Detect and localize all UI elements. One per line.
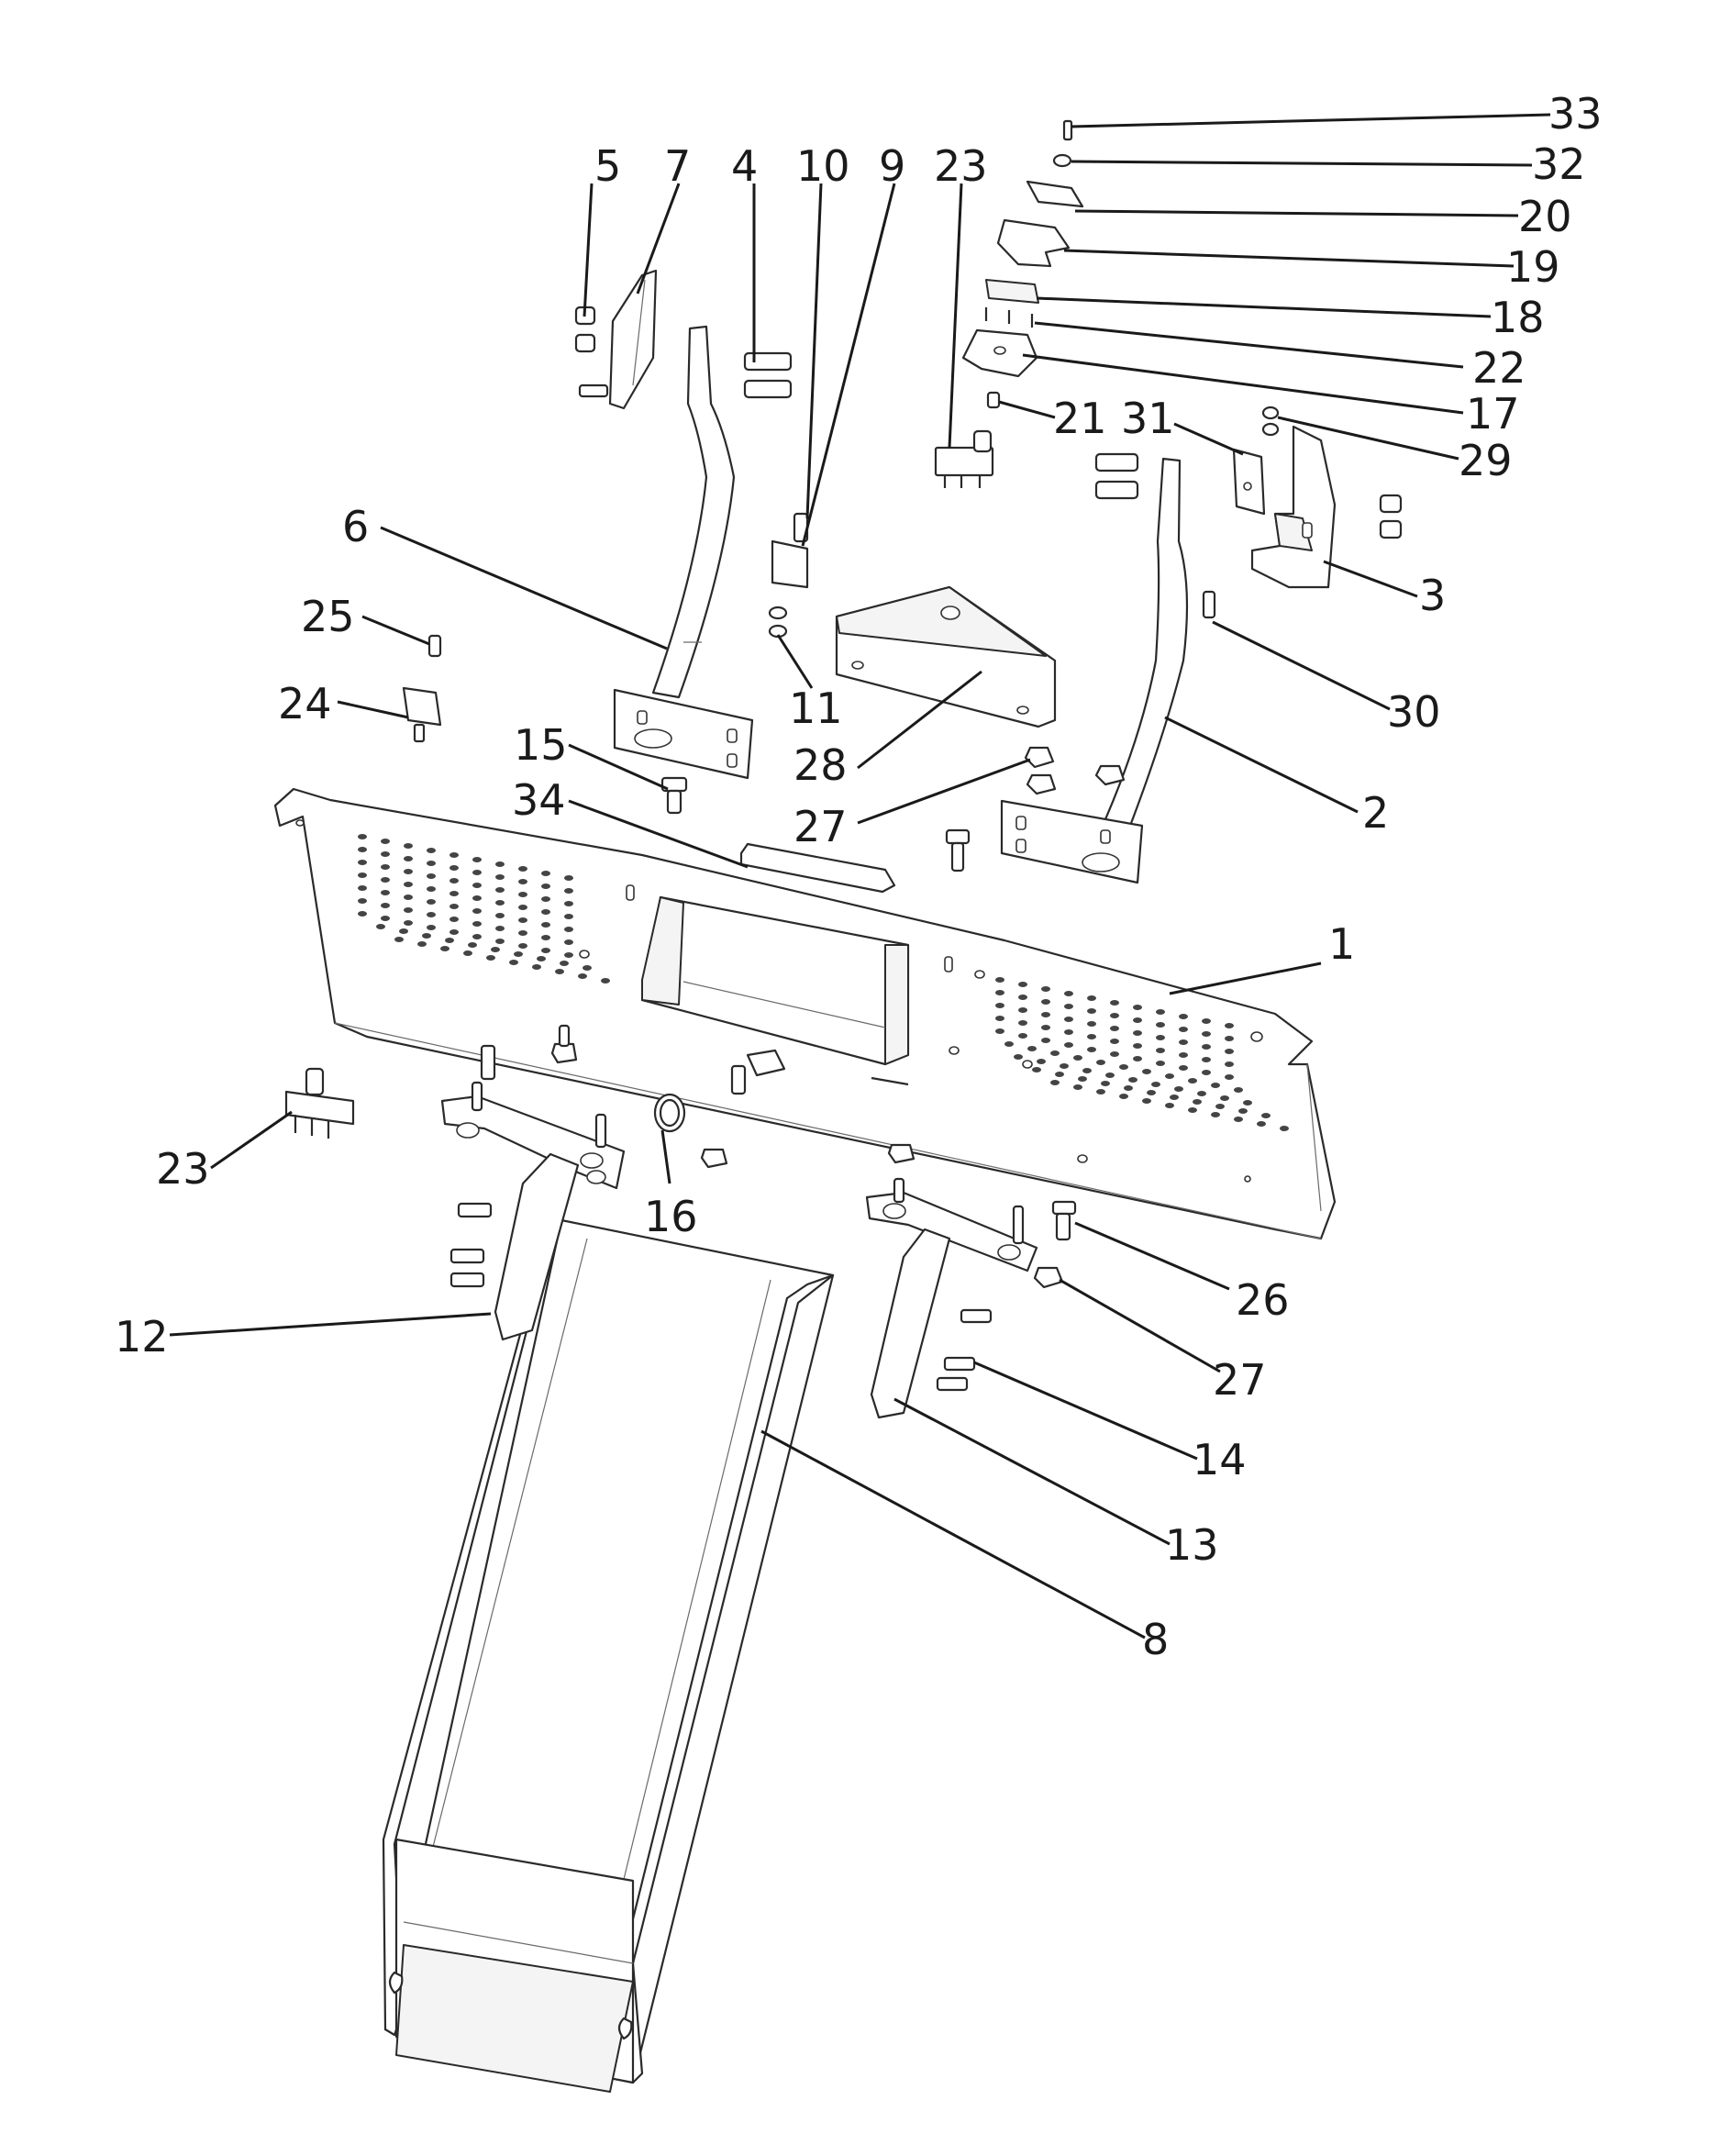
callout-7: 7 xyxy=(664,141,691,191)
callout-34: 34 xyxy=(512,775,566,825)
part-23-lower-switch xyxy=(284,1067,355,1139)
leader-lines xyxy=(169,113,1551,1639)
part-right-nuts xyxy=(1094,452,1403,539)
callout-31: 31 xyxy=(1121,394,1175,443)
part-12-left-bracket xyxy=(440,1044,626,1341)
part-12-bolts xyxy=(449,1202,493,1288)
callout-27-lower: 27 xyxy=(1213,1355,1267,1405)
callout-25: 25 xyxy=(301,592,355,641)
part-arm-bolt xyxy=(945,828,971,872)
callout-29: 29 xyxy=(1459,436,1513,485)
part-25-bolt xyxy=(427,634,442,658)
callout-23-upper: 23 xyxy=(934,141,988,191)
part-4-bolts xyxy=(743,351,793,399)
callout-14: 14 xyxy=(1193,1435,1247,1484)
callout-20: 20 xyxy=(1518,192,1572,241)
callout-15: 15 xyxy=(514,720,568,770)
callout-23-lower: 23 xyxy=(156,1144,210,1194)
callout-4: 4 xyxy=(731,141,758,191)
part-30-bolt xyxy=(1202,590,1216,619)
callout-16: 16 xyxy=(644,1192,698,1241)
callout-19: 19 xyxy=(1506,242,1560,292)
part-31-plate xyxy=(1232,448,1266,516)
callout-22: 22 xyxy=(1472,343,1526,393)
callout-27-upper: 27 xyxy=(793,802,848,851)
part-9-switch xyxy=(771,512,809,589)
part-8-chute xyxy=(382,1218,835,2093)
part-23-upper-switch xyxy=(934,429,994,488)
panel-vent-right xyxy=(995,977,1289,1131)
part-14-bolts xyxy=(936,1308,993,1392)
part-11-nuts xyxy=(768,606,788,639)
part-2-right-arm xyxy=(1000,457,1189,884)
part-13-right-bracket xyxy=(865,1177,1038,1419)
part-1-panel xyxy=(273,787,1337,1240)
part-5-bolts xyxy=(574,306,609,398)
callout-33: 33 xyxy=(1548,89,1603,139)
callout-24: 24 xyxy=(278,679,332,728)
part-27-lower-nut xyxy=(1033,1266,1064,1289)
callout-2: 2 xyxy=(1362,788,1389,838)
part-26-bolt xyxy=(1051,1200,1077,1241)
callout-13: 13 xyxy=(1165,1520,1219,1570)
callout-12: 12 xyxy=(115,1312,169,1361)
callout-28: 28 xyxy=(793,740,848,790)
callout-6: 6 xyxy=(342,502,369,551)
callout-30: 30 xyxy=(1387,687,1441,737)
part-28-bracket xyxy=(835,585,1057,728)
callout-8: 8 xyxy=(1142,1615,1169,1664)
callout-26: 26 xyxy=(1236,1275,1290,1325)
part-15-bolt xyxy=(660,776,688,815)
callout-32: 32 xyxy=(1532,139,1586,189)
part-24-clip xyxy=(402,686,442,743)
callout-17: 17 xyxy=(1466,389,1520,439)
callout-labels: 33 32 20 19 18 22 17 21 31 29 5 7 4 10 9… xyxy=(115,89,1603,1664)
part-7-hinge xyxy=(608,269,658,410)
callout-11: 11 xyxy=(789,683,843,733)
callout-9: 9 xyxy=(879,141,905,191)
part-stack-upper-right xyxy=(961,119,1084,409)
callout-10: 10 xyxy=(796,141,850,191)
callout-3: 3 xyxy=(1419,571,1446,620)
part-16-grommet xyxy=(653,1093,686,1133)
callout-21: 21 xyxy=(1053,394,1107,443)
part-6-left-arm xyxy=(613,325,754,780)
panel-vent-left xyxy=(358,834,610,984)
callout-5: 5 xyxy=(594,141,621,191)
callout-18: 18 xyxy=(1491,293,1545,342)
panel-studs xyxy=(550,1024,915,1169)
part-27-upper-nut xyxy=(1024,746,1055,769)
callout-1: 1 xyxy=(1328,919,1355,969)
part-3-side-bracket xyxy=(1250,425,1337,589)
part-29-nuts xyxy=(1261,406,1280,437)
